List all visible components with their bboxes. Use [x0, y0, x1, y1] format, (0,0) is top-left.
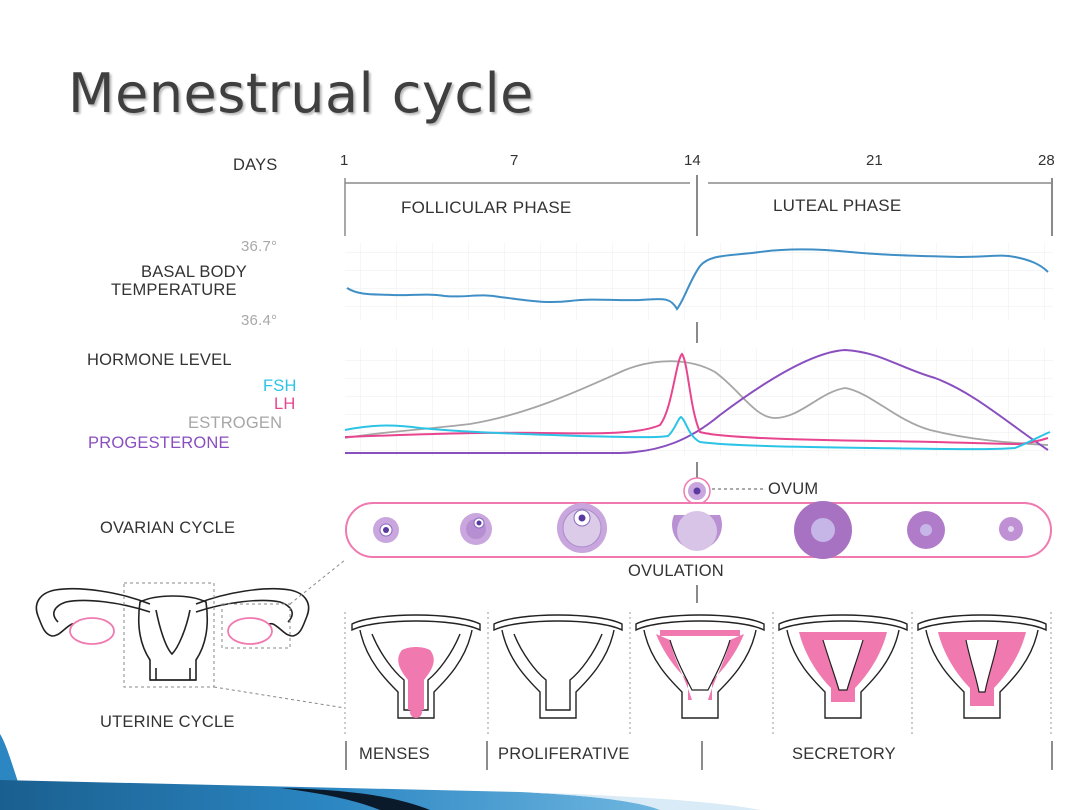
- ovulation-label: OVULATION: [628, 562, 724, 580]
- day-tick-21: 21: [866, 152, 883, 169]
- uterine-cycle-label: UTERINE CYCLE: [100, 713, 235, 731]
- ovum-label: OVUM: [768, 480, 819, 498]
- day-tick-1: 1: [340, 152, 349, 169]
- bbt-max-label: 36.7°: [241, 238, 278, 255]
- lh-label: LH: [274, 395, 296, 413]
- phase-bracket: [344, 175, 1053, 236]
- ovarian-cycle-label: OVARIAN CYCLE: [100, 519, 236, 537]
- day-tick-7: 7: [510, 152, 519, 169]
- estrogen-curve: [344, 360, 1049, 446]
- proliferative-label: PROLIFERATIVE: [498, 745, 630, 763]
- day-tick-28: 28: [1038, 152, 1055, 169]
- bbt-line: [346, 248, 1049, 311]
- menses-label: MENSES: [359, 745, 430, 763]
- follicular-phase-label: FOLLICULAR PHASE: [401, 198, 572, 217]
- hormone-chart: [344, 348, 1053, 456]
- luteal-phase-label: LUTEAL PHASE: [773, 196, 902, 215]
- uterine-panels: [344, 612, 1052, 735]
- progesterone-curve: [345, 348, 1049, 454]
- bbt-label-line1: BASAL BODY: [141, 263, 247, 281]
- bbt-chart: [345, 243, 1053, 343]
- slide-title: Menestrual cycle: [68, 62, 534, 125]
- day-tick-14: 14: [684, 152, 701, 169]
- days-label: DAYS: [233, 156, 278, 174]
- progesterone-label: PROGESTERONE: [88, 434, 230, 452]
- left-ovary: [69, 617, 115, 645]
- ovum: [683, 477, 765, 505]
- callout-dashes: [123, 559, 346, 709]
- bbt-min-label: 36.4°: [241, 312, 278, 329]
- secretory-label: SECRETORY: [792, 745, 896, 763]
- bbt-label-line2: TEMPERATURE: [111, 281, 237, 299]
- fsh-curve: [344, 415, 1051, 451]
- lh-curve: [344, 352, 1049, 446]
- estrogen-label: ESTROGEN: [188, 414, 283, 432]
- hormone-level-label: HORMONE LEVEL: [87, 351, 232, 369]
- right-ovary: [227, 617, 273, 645]
- fsh-label: FSH: [263, 377, 297, 395]
- uterine-phase-separators: [345, 741, 1053, 770]
- ovarian-cycle-capsule: [345, 501, 1052, 559]
